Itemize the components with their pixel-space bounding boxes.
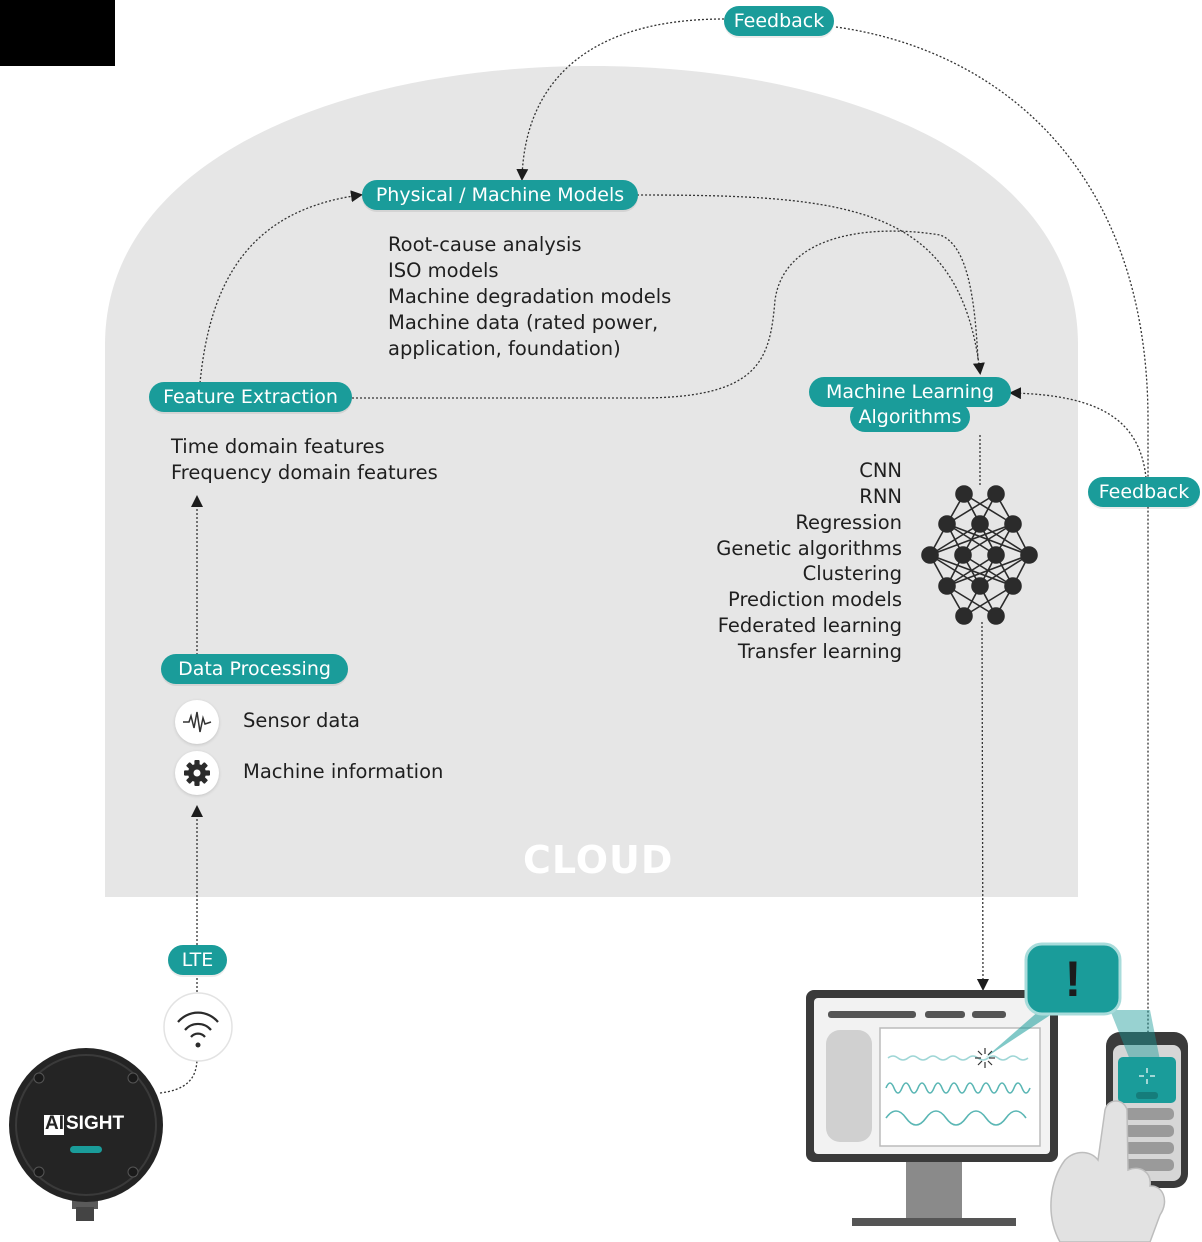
alert-bubble — [1024, 942, 1122, 1016]
machine-information-label: Machine information — [243, 760, 444, 783]
nn-edge — [979, 554, 1030, 587]
ai-sight-sensor-device — [9, 1048, 163, 1221]
nn-edge — [929, 523, 981, 556]
nn-edge — [946, 554, 997, 587]
sensor-data-label: Sensor data — [243, 709, 360, 732]
hand-pointer — [1050, 1100, 1166, 1242]
brand-ai-text: AI — [45, 1113, 64, 1134]
nn-node — [938, 577, 956, 595]
list-item: CNN — [859, 459, 902, 482]
data-processing-pill: Data Processing — [161, 654, 348, 684]
nn-edge — [946, 493, 997, 525]
list-item: Clustering — [802, 562, 902, 585]
nn-node — [971, 577, 989, 595]
list-item: application, foundation) — [388, 337, 621, 360]
connector-device-to-wifi — [159, 1057, 198, 1094]
cloud-region — [105, 66, 1078, 897]
nn-edge — [929, 523, 1014, 556]
list-item: Regression — [795, 511, 902, 534]
waveform-icon — [175, 700, 219, 744]
list-item: Frequency domain features — [171, 461, 438, 484]
list-item: Root-cause analysis — [388, 233, 582, 256]
wifi-icon — [163, 992, 233, 1062]
list-item: Federated learning — [717, 614, 902, 637]
physical-models-pill: Physical / Machine Models — [362, 180, 638, 210]
ml-pill-line2: Algorithms — [850, 402, 970, 432]
monitor-illustration — [806, 990, 1058, 1226]
lte-pill: LTE — [168, 945, 227, 975]
nn-node — [1020, 546, 1038, 564]
list-item: Transfer learning — [737, 640, 902, 663]
nn-node — [971, 515, 989, 533]
feedback-top-pill: Feedback — [724, 6, 834, 36]
list-item: Time domain features — [171, 435, 385, 458]
nn-node — [921, 546, 939, 564]
phone-illustration — [1050, 1010, 1188, 1242]
connector-feature-to-ml — [352, 230, 979, 399]
gear-icon — [175, 751, 219, 795]
list-item: RNN — [859, 485, 902, 508]
list-item: ISO models — [388, 259, 499, 282]
list-item: Machine degradation models — [388, 285, 672, 308]
connector-physical-to-ml — [636, 194, 985, 375]
nn-edge — [963, 585, 1014, 617]
nn-node — [1004, 515, 1022, 533]
nn-node — [955, 607, 973, 625]
nn-node — [987, 607, 1005, 625]
nn-edge — [962, 523, 1014, 556]
nn-node — [1004, 577, 1022, 595]
list-item: Prediction models — [728, 588, 902, 611]
nn-edge — [946, 554, 1030, 587]
list-item: Machine data (rated power, — [388, 311, 659, 334]
brand-sight-text: SIGHT — [66, 1113, 125, 1134]
connector-feedback-to-physical — [516, 18, 725, 181]
corner-black-box — [0, 0, 115, 66]
alert-exclamation: ! — [1064, 951, 1082, 1007]
connector-nn-to-monitor — [976, 621, 989, 991]
nn-node — [987, 485, 1005, 503]
nn-node — [987, 546, 1005, 564]
nn-node — [938, 515, 956, 533]
connector-phone-to-feedback-top — [835, 26, 1149, 1032]
cloud-label: CLOUD — [523, 838, 674, 882]
nn-node — [955, 485, 973, 503]
nn-node — [954, 546, 972, 564]
feedback-right-pill: Feedback — [1088, 477, 1200, 507]
feature-extraction-pill: Feature Extraction — [149, 382, 352, 412]
neural-network-icon — [921, 485, 1038, 625]
list-item: Genetic algorithms — [716, 537, 902, 560]
